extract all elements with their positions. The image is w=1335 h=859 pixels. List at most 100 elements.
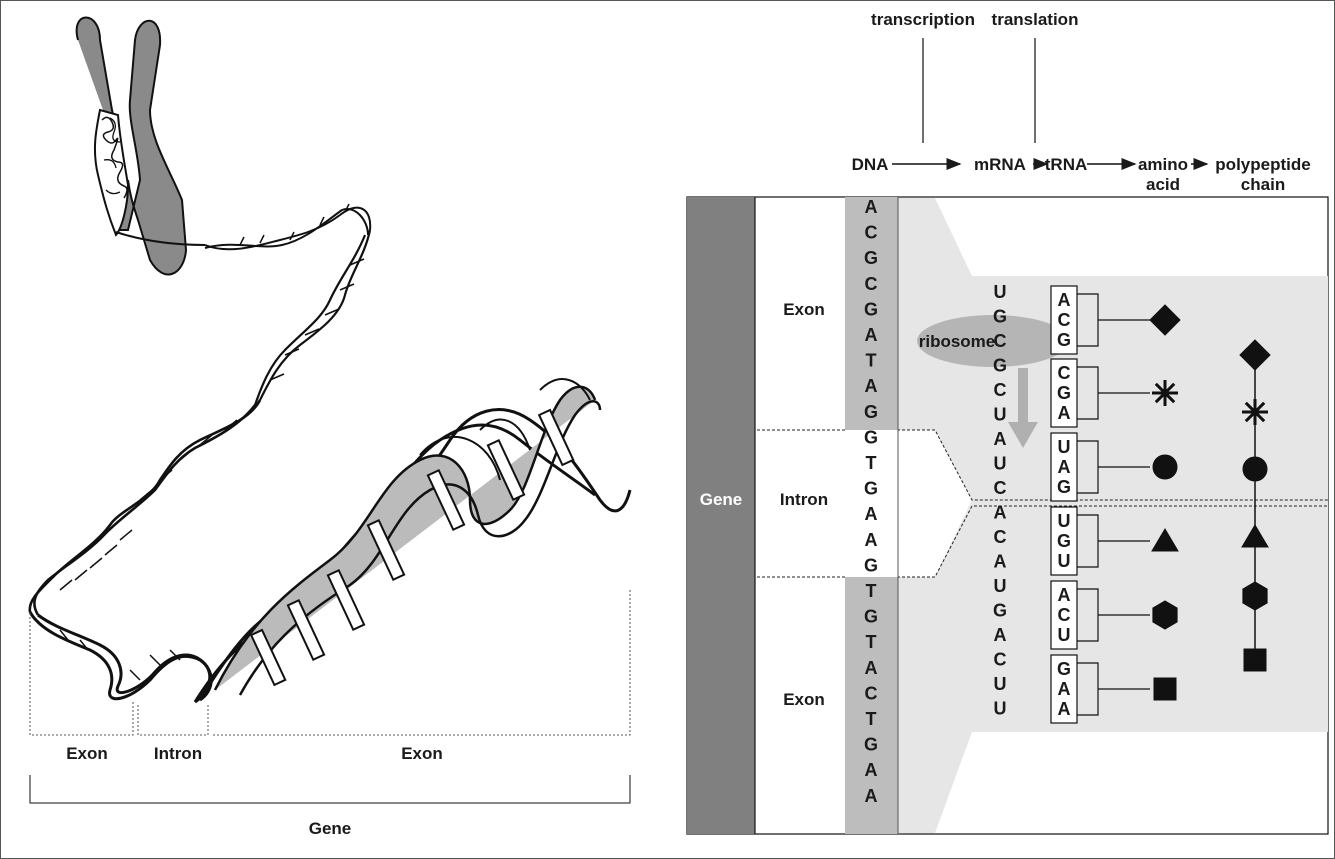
amino-acid-diamond — [1149, 304, 1181, 336]
dna-base: T — [866, 632, 877, 652]
dna-base: G — [864, 479, 878, 499]
mrna-base: C — [994, 478, 1007, 498]
dna-base: A — [865, 325, 878, 345]
trna-5: ACU — [1050, 580, 1178, 650]
mrna-base: U — [994, 576, 1007, 596]
process-translation: translation — [992, 10, 1079, 29]
trna-base: U — [1058, 625, 1071, 645]
amino-acid-square — [1153, 677, 1177, 701]
trna-base: A — [1058, 679, 1071, 699]
dna-base: C — [865, 223, 878, 243]
mrna-base: U — [994, 282, 1007, 302]
dna-base: T — [866, 709, 877, 729]
gene-bar — [687, 197, 755, 834]
dna-base: A — [865, 760, 878, 780]
mrna-base: U — [994, 674, 1007, 694]
trna-base: A — [1058, 585, 1071, 605]
trna-codon-box — [1050, 358, 1078, 428]
dna-column-intron — [845, 430, 898, 577]
mrna-base: C — [994, 527, 1007, 547]
trna-base: G — [1057, 531, 1071, 551]
trna-codon-box — [1050, 654, 1078, 724]
mrna-base: C — [994, 380, 1007, 400]
dna-base: G — [864, 735, 878, 755]
ribosome-label: ribosome — [919, 332, 996, 351]
trna-base: U — [1058, 551, 1071, 571]
segment-label-exon-1: Exon — [66, 744, 108, 763]
trna-base: G — [1057, 383, 1071, 403]
polypeptide-chain — [1239, 339, 1271, 672]
dna-base: T — [866, 453, 877, 473]
process-transcription: transcription — [871, 10, 975, 29]
trna-codon-box — [1050, 285, 1078, 355]
step-amino-line1: amino — [1138, 155, 1188, 174]
trna-codon-box — [1050, 506, 1078, 576]
mrna-base: A — [994, 429, 1007, 449]
dna-base: T — [866, 581, 877, 601]
amino-acid-triangle — [1151, 528, 1179, 552]
chain-residue-diamond — [1239, 339, 1271, 371]
amino-acid-circle — [1152, 454, 1178, 480]
intron-splice-lines — [757, 429, 1328, 578]
segment-label-exon-2: Exon — [401, 744, 443, 763]
amino-acid-hexagon — [1152, 600, 1178, 630]
left-panel: Exon Intron Exon Gene — [28, 16, 632, 838]
trna-base: U — [1058, 437, 1071, 457]
segment-brackets — [29, 590, 631, 736]
dna-base: G — [864, 607, 878, 627]
mrna-base: G — [993, 307, 1007, 327]
trna-base: A — [1058, 457, 1071, 477]
ribosome — [917, 315, 1069, 367]
mrna-base: A — [994, 552, 1007, 572]
trna-base: A — [1058, 290, 1071, 310]
mrna-base: G — [993, 356, 1007, 376]
mrna-base: C — [994, 650, 1007, 670]
trna-base: C — [1058, 605, 1071, 625]
chain-residue-square — [1243, 648, 1267, 672]
dna-base: G — [864, 555, 878, 575]
trna-base: A — [1058, 403, 1071, 423]
mrna-base: G — [993, 601, 1007, 621]
mrna-base: U — [994, 699, 1007, 719]
dna-base: C — [865, 683, 878, 703]
region-label-exon-1: Exon — [783, 300, 825, 319]
dna-base: A — [865, 786, 878, 806]
dna-base: A — [865, 530, 878, 550]
step-polypeptide-line1: polypeptide — [1215, 155, 1310, 174]
trna-base: U — [1058, 511, 1071, 531]
mrna-base: C — [994, 331, 1007, 351]
trna-base: G — [1057, 659, 1071, 679]
dna-base: C — [865, 274, 878, 294]
chain-residue-circle — [1242, 456, 1268, 482]
dna-base: A — [865, 197, 878, 217]
step-mrna: mRNA — [974, 155, 1026, 174]
dna-base: G — [864, 402, 878, 422]
dna-helix-ribbons — [59, 203, 602, 696]
segment-label-intron: Intron — [154, 744, 202, 763]
central-dogma-flow: transcription translation DNA mRNA tRNA … — [852, 10, 1311, 194]
chain-residue-triangle — [1241, 524, 1269, 548]
dna-base: A — [865, 658, 878, 678]
dna-base: A — [865, 376, 878, 396]
trna-3: UAG — [1050, 432, 1178, 502]
trna-base: C — [1058, 363, 1071, 383]
trna-base: G — [1057, 477, 1071, 497]
chromosome-illustration — [75, 16, 206, 276]
region-label-exon-2: Exon — [783, 690, 825, 709]
step-polypeptide-line2: chain — [1241, 175, 1285, 194]
dna-base: T — [866, 351, 877, 371]
region-label-intron: Intron — [780, 490, 828, 509]
trna-base: G — [1057, 330, 1071, 350]
step-dna: DNA — [852, 155, 889, 174]
right-panel: Gene Exon Intron Exon ACGCGATAGGTGAAGTGT… — [686, 196, 1329, 835]
dna-base: G — [864, 248, 878, 268]
trna-2: CGA — [1050, 358, 1178, 428]
dna-base: A — [865, 504, 878, 524]
trna-codon-box — [1050, 580, 1078, 650]
mrna-base: U — [994, 454, 1007, 474]
amino-acid-star — [1152, 380, 1178, 406]
mrna-base: A — [994, 503, 1007, 523]
gene-label-right: Gene — [700, 490, 743, 509]
